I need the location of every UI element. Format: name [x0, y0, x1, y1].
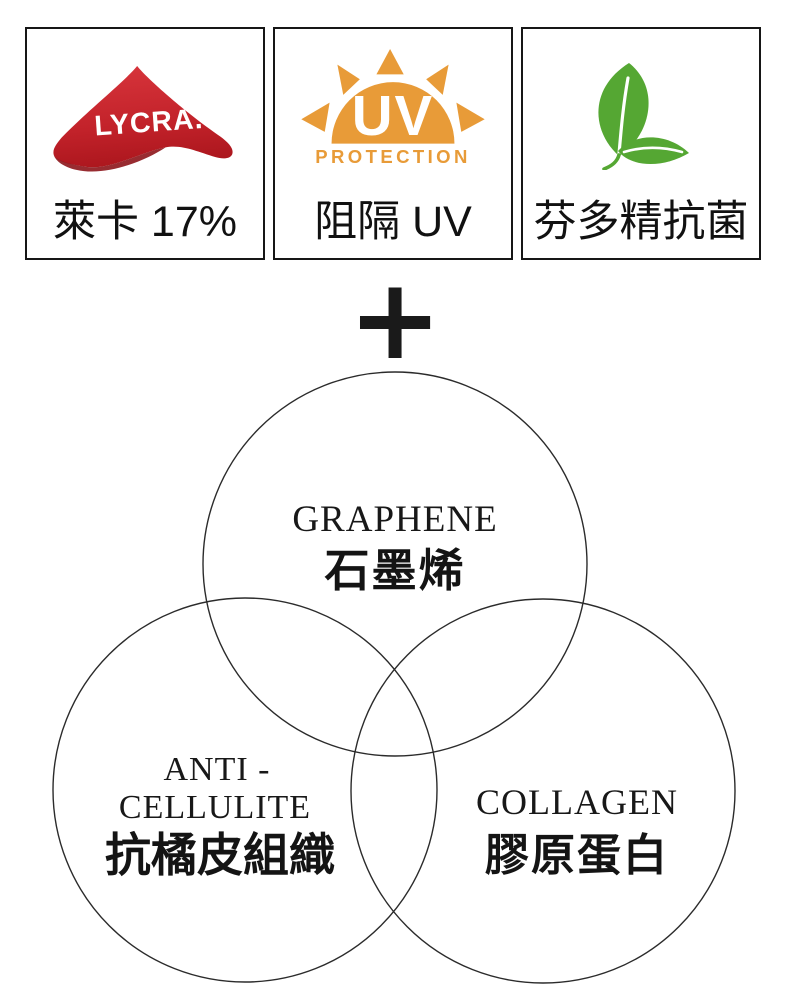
- venn-circle-collagen: [350, 598, 736, 984]
- anti-cellulite-title-line1: ANTI -: [163, 751, 270, 788]
- uv-protection-logo: UV PROTECTION: [301, 49, 485, 167]
- leaf-stem: [602, 153, 621, 170]
- collagen-title: COLLAGEN: [476, 782, 678, 822]
- venn-diagram: GRAPHENE 石墨烯 ANTI - CELLULITE 抗橘皮組織 COLL…: [52, 371, 736, 984]
- small-leaf: [618, 137, 689, 165]
- anti-cellulite-subtitle: 抗橘皮組織: [105, 829, 335, 881]
- small-leaf-vein: [622, 146, 684, 154]
- plus-icon: +: [348, 255, 442, 385]
- collagen-subtitle: 膠原蛋白: [485, 831, 669, 880]
- feature-row: LYCRA. 萊卡 17% UV PROTECTION 阻隔 UV: [25, 27, 761, 260]
- leaf-logo: [598, 63, 689, 170]
- big-leaf-vein: [617, 76, 630, 156]
- venn-circle-anti-cellulite: [52, 597, 438, 983]
- venn-circle-graphene: [202, 371, 588, 757]
- lycra-triangle-shape: [53, 66, 233, 168]
- feature-box-lycra: LYCRA. 萊卡 17%: [25, 27, 265, 260]
- lycra-logo: LYCRA.: [53, 66, 233, 172]
- graphene-subtitle: 石墨烯: [324, 545, 465, 596]
- sun-ray-ne: [426, 64, 449, 95]
- sun-dome: [331, 82, 455, 144]
- feature-box-leaf: 芬多精抗菌: [521, 27, 761, 260]
- feature-label-uv: 阻隔 UV: [314, 198, 472, 246]
- sun-ray-top: [376, 49, 404, 75]
- lycra-wordmark: LYCRA.: [93, 103, 204, 143]
- sun-ray-west: [301, 102, 330, 132]
- feature-label-leaf: 芬多精抗菌: [533, 198, 749, 246]
- uv-logo-text: UV: [352, 84, 434, 147]
- uv-logo-subtext: PROTECTION: [315, 146, 471, 167]
- sun-ray-east: [456, 102, 485, 132]
- graphene-title: GRAPHENE: [292, 499, 497, 540]
- lycra-wave-shadow: [53, 147, 166, 172]
- anti-cellulite-title-line2: CELLULITE: [119, 789, 311, 826]
- sun-ray-nw: [337, 64, 360, 95]
- feature-box-uv: UV PROTECTION 阻隔 UV: [273, 27, 513, 260]
- sun-icon: [301, 49, 485, 144]
- feature-label-lycra: 萊卡 17%: [52, 198, 237, 246]
- leaves-icon: [598, 63, 689, 170]
